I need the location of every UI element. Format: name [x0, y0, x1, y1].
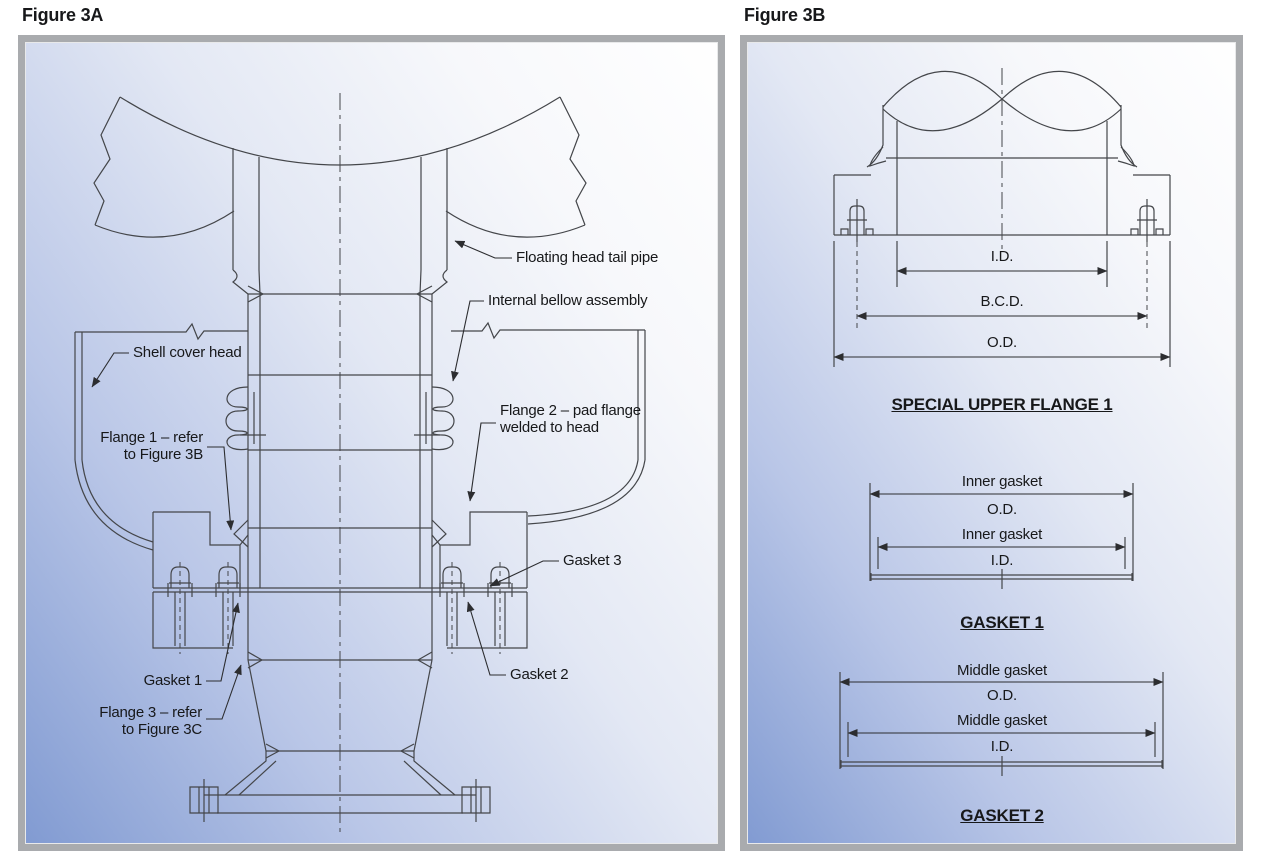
label-gasket-2: Gasket 2 [510, 666, 569, 683]
leader-floating-head [454, 241, 512, 258]
gasket2-od-label: O.D. [986, 687, 1018, 704]
label-flange-3: Flange 3 – refer to Figure 3C [99, 704, 202, 738]
leader-flange2 [467, 423, 496, 502]
figure-3b-title: Figure 3B [744, 5, 826, 25]
figure-3a-background [18, 35, 725, 851]
label-flange-2: Flange 2 – pad flange welded to head [500, 402, 641, 436]
gasket2-od-name: Middle gasket [957, 662, 1047, 679]
figure-3b-panel: I.D. B.C.D. O.D. SPECIAL UPPER FLANGE 1 … [740, 35, 1243, 851]
figure-3a-drawing [18, 35, 725, 851]
leader-bellow [451, 301, 484, 382]
figure-3a-panel: Floating head tail pipe Internal bellow … [18, 35, 725, 851]
leader-shell-cover [92, 353, 129, 388]
gasket1-caption: GASKET 1 [960, 613, 1044, 632]
label-shell-cover-head: Shell cover head [133, 344, 242, 361]
label-gasket-3: Gasket 3 [563, 552, 622, 569]
leader-gasket3 [489, 561, 559, 586]
gasket1-od-name: Inner gasket [961, 473, 1043, 490]
gasket1-id-name: Inner gasket [961, 526, 1043, 543]
figure-3b-drawing [740, 35, 1243, 851]
label-flange-1: Flange 1 – refer to Figure 3B [100, 429, 203, 463]
label-floating-head-tail-pipe: Floating head tail pipe [516, 249, 659, 266]
leader-gasket2 [466, 601, 506, 675]
leader-flange1 [207, 447, 235, 531]
leader-gasket1 [206, 602, 240, 681]
label-gasket-1: Gasket 1 [143, 672, 203, 689]
gasket2-id-label: I.D. [990, 738, 1014, 755]
gasket1-id-label: I.D. [990, 552, 1014, 569]
od-label: O.D. [986, 334, 1018, 351]
label-internal-bellow-assembly: Internal bellow assembly [488, 292, 648, 309]
special-upper-flange-caption: SPECIAL UPPER FLANGE 1 [891, 395, 1113, 414]
figure-3b-background [740, 35, 1243, 851]
id-label: I.D. [990, 248, 1014, 265]
leader-flange3 [206, 664, 242, 719]
gasket2-caption: GASKET 2 [960, 806, 1044, 825]
figure-3a-title: Figure 3A [22, 5, 104, 25]
gasket1-od-label: O.D. [986, 501, 1018, 518]
gasket2-id-name: Middle gasket [957, 712, 1047, 729]
bcd-label: B.C.D. [980, 293, 1024, 310]
